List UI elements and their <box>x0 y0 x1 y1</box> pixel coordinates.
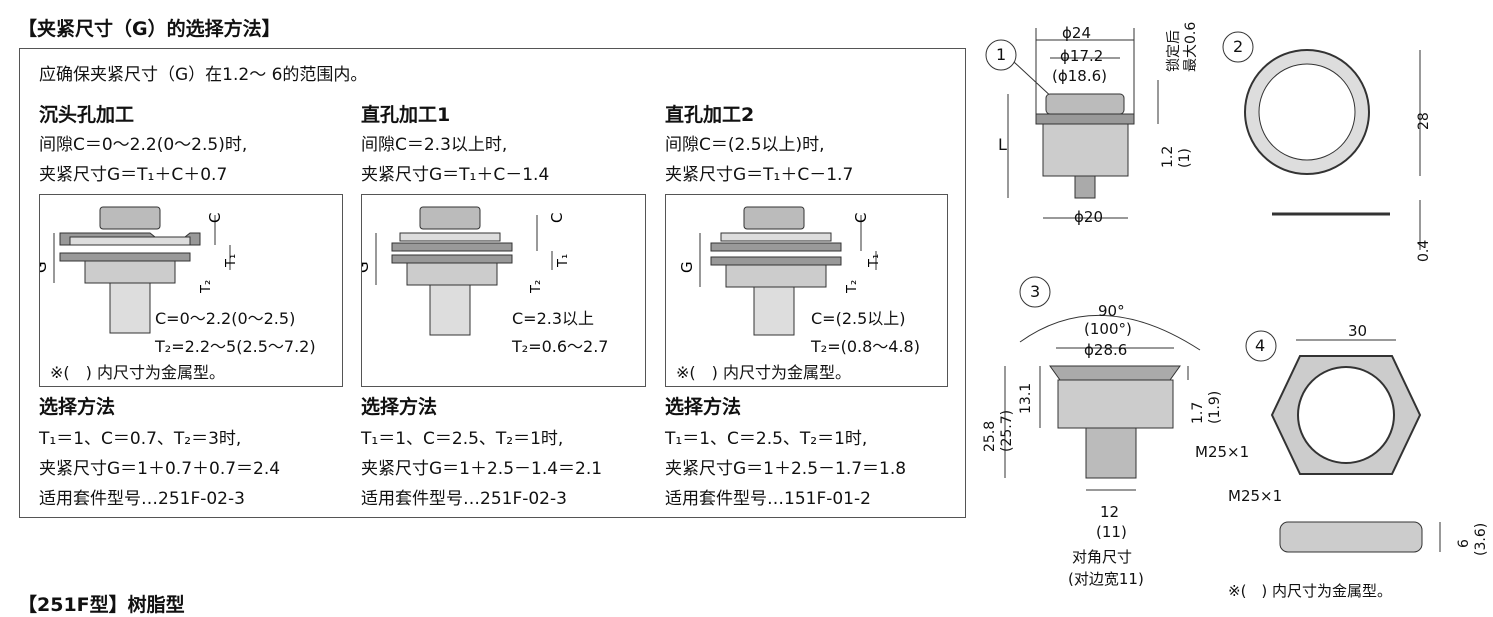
svg-text:C: C <box>206 213 224 223</box>
countersink-diagram: G C T₁ T₂ <box>40 206 239 334</box>
svg-text:C: C <box>548 213 566 223</box>
col2-line2: 夹紧尺寸G＝T₁＋C－1.4 <box>361 165 550 185</box>
col3-fig-note: ※( ) 内尺寸为金属型。 <box>676 363 851 382</box>
col3-sel2: 夹紧尺寸G＝1＋2.5－1.7＝1.8 <box>665 459 907 479</box>
col1-sel3: 适用套件型号…251F-02-3 <box>39 489 245 509</box>
col1-line2: 夹紧尺寸G＝T₁＋C＋0.7 <box>39 165 228 185</box>
part4-drawing <box>1245 330 1441 553</box>
svg-text:T₂: T₂ <box>845 280 860 294</box>
part1-d186: (ϕ18.6) <box>1052 67 1107 85</box>
part1-h1: (1) <box>1177 148 1193 168</box>
col1-line1: 间隙C＝0～2.2(0～2.5)时, <box>39 135 248 155</box>
col2-select-heading: 选择方法 <box>361 396 438 418</box>
col3-heading: 直孔加工2 <box>665 104 755 126</box>
col2-figure: G C T₁ T₂ C=2.3以上 T₂=0.6～2.7 <box>361 194 646 387</box>
part1-d20: ϕ20 <box>1074 208 1103 226</box>
col2-heading: 直孔加工1 <box>361 104 451 126</box>
straight-hole-1-diagram: G C T₁ T₂ <box>362 206 571 336</box>
col1-fig-c: C=0～2.2(0～2.5) <box>155 309 296 328</box>
part4-w30: 30 <box>1348 322 1368 340</box>
col3-sel1: T₁＝1、C＝2.5、T₂＝1时, <box>665 429 868 449</box>
part3-thread: M25×1 <box>1195 443 1250 461</box>
part4-note: ※( ) 内尺寸为金属型。 <box>1228 582 1393 600</box>
svg-text:T₁: T₁ <box>224 254 239 268</box>
col1-sel1: T₁＝1、C＝0.7、T₂＝3时, <box>39 429 242 449</box>
col1-select-heading: 选择方法 <box>39 396 116 418</box>
part1-max: 最大0.6 <box>1183 21 1199 72</box>
part3-h19: (1.9) <box>1207 390 1223 424</box>
part3-angle2: (100°) <box>1084 320 1132 338</box>
svg-text:C: C <box>852 213 870 223</box>
part1-h12: 1.2 <box>1160 145 1176 168</box>
svg-text:G: G <box>678 261 696 273</box>
part3-angle: 90° <box>1098 302 1125 320</box>
col1-fig-note: ※( ) 内尺寸为金属型。 <box>50 363 225 382</box>
col1-heading: 沉头孔加工 <box>39 104 135 126</box>
col2-sel3: 适用套件型号…251F-02-3 <box>361 489 567 509</box>
g-label: G <box>40 261 50 273</box>
col2-fig-t2: T₂=0.6～2.7 <box>512 337 609 356</box>
intro-text: 应确保夹紧尺寸（G）在1.2～ 6的范围内。 <box>39 65 368 85</box>
col3-sel3: 适用套件型号…151F-01-2 <box>665 489 871 509</box>
part2-drawing <box>1222 31 1421 250</box>
part3-d286: ϕ28.6 <box>1084 341 1128 359</box>
part4-h6: 6 <box>1456 539 1472 548</box>
col1-sel2: 夹紧尺寸G＝1＋0.7＋0.7＝2.4 <box>39 459 281 479</box>
col2-fig-c: C=2.3以上 <box>512 309 595 328</box>
part2-number: 2 <box>1233 37 1244 56</box>
straight-hole-2-diagram: G C T₁ T₂ <box>678 206 882 336</box>
part4-h36: (3.6) <box>1473 522 1489 556</box>
part1-number: 1 <box>996 45 1007 64</box>
parts-drawings <box>985 28 1441 553</box>
part3-h257: (25.7) <box>999 409 1015 452</box>
col1-figure: G C T₁ T₂ C=0～2.2(0～2.5) T₂=2.2～5(2.5～7.… <box>39 194 343 387</box>
col3-line2: 夹紧尺寸G＝T₁＋C－1.7 <box>665 165 854 185</box>
col3-figure: G C T₁ T₂ C=(2.5以上) T₂=(0.8～4.8) ※( ) 内尺… <box>665 194 948 387</box>
svg-text:T₁: T₁ <box>867 254 882 268</box>
part4-thread: M25×1 <box>1228 487 1283 505</box>
part3-w12: 12 <box>1100 503 1120 521</box>
part1-drawing <box>985 28 1159 219</box>
col2-sel2: 夹紧尺寸G＝1＋2.5－1.4＝2.1 <box>361 459 603 479</box>
part3-h131: 13.1 <box>1018 382 1034 414</box>
series-title: 【251F型】树脂型 <box>18 594 185 616</box>
svg-text:T₂: T₂ <box>199 280 214 294</box>
col2-line1: 间隙C＝2.3以上时, <box>361 135 508 155</box>
svg-text:G: G <box>362 261 372 273</box>
part1-d24: ϕ24 <box>1062 24 1091 42</box>
part3-caption2: (对边宽11) <box>1068 570 1144 588</box>
part3-drawing <box>1004 276 1201 491</box>
col3-fig-c: C=(2.5以上) <box>811 309 906 328</box>
svg-text:T₁: T₁ <box>556 254 571 268</box>
part1-d172: ϕ17.2 <box>1060 47 1104 65</box>
svg-text:T₂: T₂ <box>529 280 544 294</box>
part3-h17: 1.7 <box>1190 401 1206 424</box>
part3-caption1: 对角尺寸 <box>1072 548 1133 566</box>
part2-d28: 28 <box>1416 112 1432 130</box>
part3-number: 3 <box>1030 282 1041 301</box>
part3-h258: 25.8 <box>982 420 998 452</box>
selection-panel: 应确保夹紧尺寸（G）在1.2～ 6的范围内。 沉头孔加工 间隙C＝0～2.2(0… <box>19 48 966 518</box>
col3-fig-t2: T₂=(0.8～4.8) <box>811 337 920 356</box>
col2-sel1: T₁＝1、C＝2.5、T₂＝1时, <box>361 429 564 449</box>
part4-number: 4 <box>1255 336 1266 355</box>
col3-line1: 间隙C＝(2.5以上)时, <box>665 135 825 155</box>
page-title: 【夹紧尺寸（G）的选择方法】 <box>18 18 281 40</box>
part1-L: L <box>998 135 1007 154</box>
part2-t04: 0.4 <box>1416 239 1432 262</box>
part3-w11: (11) <box>1096 523 1127 541</box>
col1-fig-t2: T₂=2.2～5(2.5～7.2) <box>155 337 316 356</box>
col3-select-heading: 选择方法 <box>665 396 742 418</box>
